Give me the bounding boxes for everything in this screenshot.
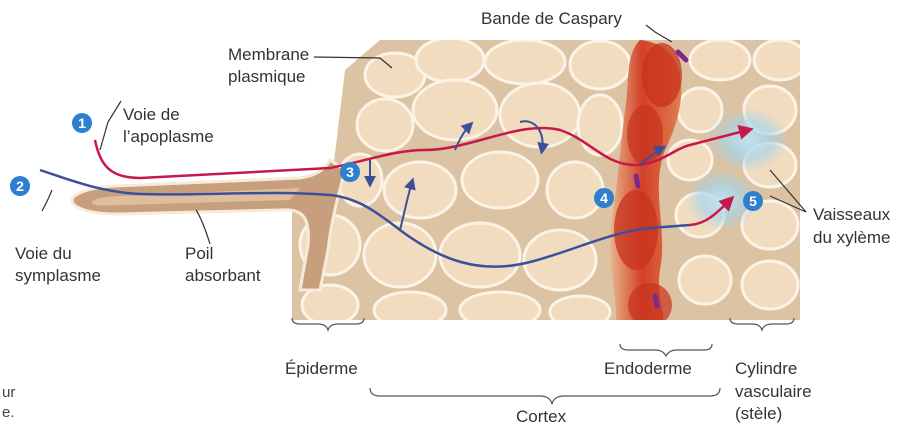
label-apoplasme-line2: l’apoplasme xyxy=(123,127,214,146)
label-cortex: Cortex xyxy=(516,407,567,426)
label-endoderme: Endoderme xyxy=(604,359,692,378)
marker-2: 2 xyxy=(10,176,30,196)
svg-text:4: 4 xyxy=(600,190,608,206)
marker-3: 3 xyxy=(340,162,360,182)
label-apoplasme-line1: Voie de xyxy=(123,105,180,124)
brackets xyxy=(292,318,794,404)
marker-1: 1 xyxy=(72,113,92,133)
cut-off-text-2: e. xyxy=(2,404,15,421)
marker-4: 4 xyxy=(594,188,614,208)
label-poil-line2: absorbant xyxy=(185,266,261,285)
cut-off-text-1: ur xyxy=(2,384,15,401)
label-cylindre-line3: (stèle) xyxy=(735,404,782,423)
label-caspary-band: Bande de Caspary xyxy=(481,9,622,28)
svg-text:5: 5 xyxy=(749,193,757,209)
label-symplasme-line2: symplasme xyxy=(15,266,101,285)
label-poil-line1: Poil xyxy=(185,244,213,263)
label-membrane-line2: plasmique xyxy=(228,67,306,86)
label-vaisseaux-line1: Vaisseaux xyxy=(813,205,891,224)
svg-text:1: 1 xyxy=(78,115,86,131)
label-cylindre-line2: vasculaire xyxy=(735,382,812,401)
tissue-block xyxy=(280,30,810,330)
svg-text:3: 3 xyxy=(346,164,354,180)
label-membrane-line1: Membrane xyxy=(228,45,309,64)
label-cylindre-line1: Cylindre xyxy=(735,359,797,378)
label-symplasme-line1: Voie du xyxy=(15,244,72,263)
marker-5: 5 xyxy=(743,191,763,211)
label-epiderme: Épiderme xyxy=(285,359,358,378)
label-vaisseaux-line2: du xylème xyxy=(813,228,890,247)
svg-text:2: 2 xyxy=(16,178,24,194)
xylem-vessel-upper xyxy=(708,108,788,172)
